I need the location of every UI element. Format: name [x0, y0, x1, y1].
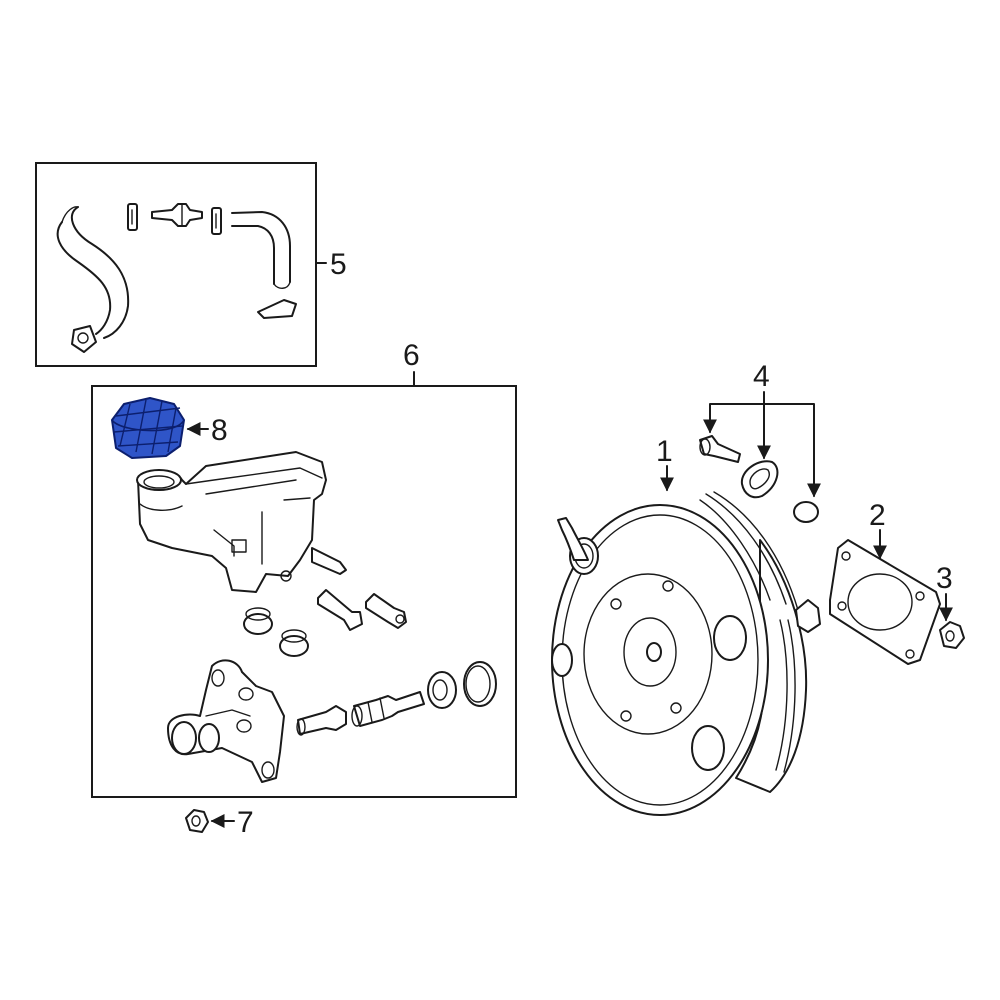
reservoir-grommet-2[interactable] — [279, 629, 309, 657]
callout-6: 6 — [403, 339, 420, 372]
master-cylinder-frame — [91, 385, 517, 798]
booster-o-ring[interactable] — [793, 501, 819, 523]
callout-4-bracket — [709, 403, 815, 495]
o-ring-large[interactable] — [463, 661, 497, 707]
secondary-piston[interactable] — [296, 705, 347, 736]
reservoir-cap[interactable] — [111, 397, 185, 459]
reservoir-pin-1[interactable] — [317, 589, 363, 631]
nut-7[interactable] — [185, 809, 209, 833]
reservoir-grommet-1[interactable] — [243, 607, 273, 635]
callout-5: 5 — [330, 248, 347, 281]
master-cylinder-body[interactable] — [167, 659, 285, 783]
small-clamp-left[interactable] — [127, 203, 138, 231]
callout-1: 1 — [656, 435, 673, 468]
small-clamp-right[interactable] — [211, 207, 222, 235]
master-cylinder-group: 6 8 — [91, 339, 517, 798]
callout-2: 2 — [869, 499, 886, 532]
reservoir-bolt[interactable] — [365, 593, 407, 629]
right-hose[interactable] — [231, 211, 297, 319]
callout-8: 8 — [211, 414, 228, 447]
callout-3: 3 — [936, 562, 953, 595]
check-valve[interactable] — [151, 203, 203, 227]
callout-7: 7 — [237, 806, 254, 839]
flange-nut-3[interactable] — [939, 621, 965, 649]
piston-seal[interactable] — [427, 671, 457, 709]
hose-kit-frame — [35, 162, 317, 367]
primary-piston[interactable] — [351, 691, 425, 727]
brake-fluid-reservoir[interactable] — [136, 451, 347, 593]
booster-seal[interactable] — [740, 460, 779, 499]
callout-4: 4 — [753, 360, 770, 393]
booster-gasket[interactable] — [829, 539, 941, 665]
hose-kit-group: 5 — [35, 162, 347, 367]
booster-stud-bolt[interactable] — [699, 435, 741, 463]
brake-booster[interactable] — [551, 491, 821, 816]
left-hose[interactable] — [56, 206, 130, 353]
